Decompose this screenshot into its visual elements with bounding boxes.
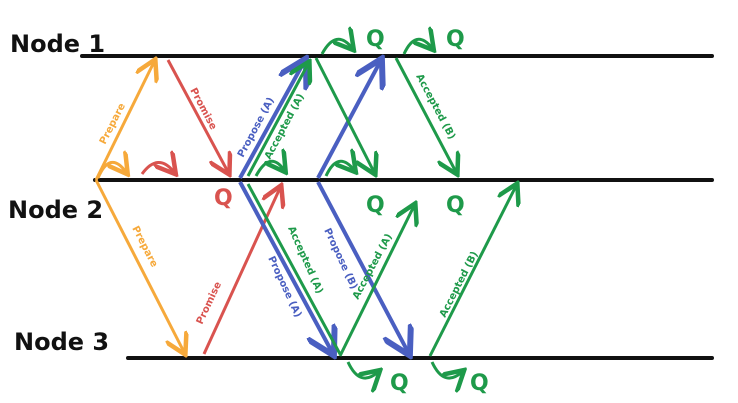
- prepare-arrow-to-node-1: [94, 62, 154, 181]
- accept-self-loop-node-1-a: [320, 39, 352, 55]
- accepted-a-label-down: Accepted (A): [285, 225, 325, 296]
- node-3-label: Node 3: [14, 328, 109, 356]
- propose-b-label: Propose (B): [321, 227, 359, 292]
- accepted-b-node-1-to-node-2: [394, 57, 456, 172]
- accept-self-loop-node-3-a: [346, 361, 378, 378]
- accepted-b-node-3-to-node-2: [428, 186, 516, 357]
- accept-self-loop-node-2-a: [254, 161, 284, 177]
- prepare-self-loop: [96, 162, 126, 179]
- node-2-promise-quorum-q: Q: [214, 186, 233, 211]
- node-2-quorum-q-a: Q: [366, 193, 385, 218]
- accept-self-loop-node-3-b: [430, 361, 462, 378]
- node-3-quorum-q-a: Q: [390, 371, 409, 396]
- accept-self-loop-node-1-b: [402, 39, 432, 55]
- accepted-a-node-2-to-node-3: [246, 183, 342, 355]
- node-3-quorum-q-b: Q: [470, 371, 489, 396]
- accepted-b-label-node-3: Accepted (B): [438, 250, 481, 320]
- promise-arrow-node-1: [166, 59, 228, 172]
- propose-b-arrow-node-3: [316, 181, 408, 352]
- node-1-quorum-q-a: Q: [366, 27, 385, 52]
- node-2-label: Node 2: [8, 196, 103, 224]
- accepted-a-node-3-to-node-2: [338, 206, 414, 357]
- prepare-arrow-to-node-3: [94, 179, 184, 352]
- accepted-a-node-1-to-node-2: [314, 57, 374, 172]
- node-1-label: Node 1: [10, 30, 105, 58]
- promise-self-loop: [140, 162, 174, 174]
- node-2-quorum-q-b: Q: [446, 193, 465, 218]
- accepted-a-node-2-to-node-1: [246, 64, 308, 177]
- node-1-quorum-q-b: Q: [446, 27, 465, 52]
- prepare-label-down: Prepare: [129, 224, 159, 269]
- accept-self-loop-node-2-b: [324, 161, 354, 177]
- propose-a-arrow-node-3: [238, 181, 332, 352]
- promise-arrow-node-3: [202, 188, 280, 355]
